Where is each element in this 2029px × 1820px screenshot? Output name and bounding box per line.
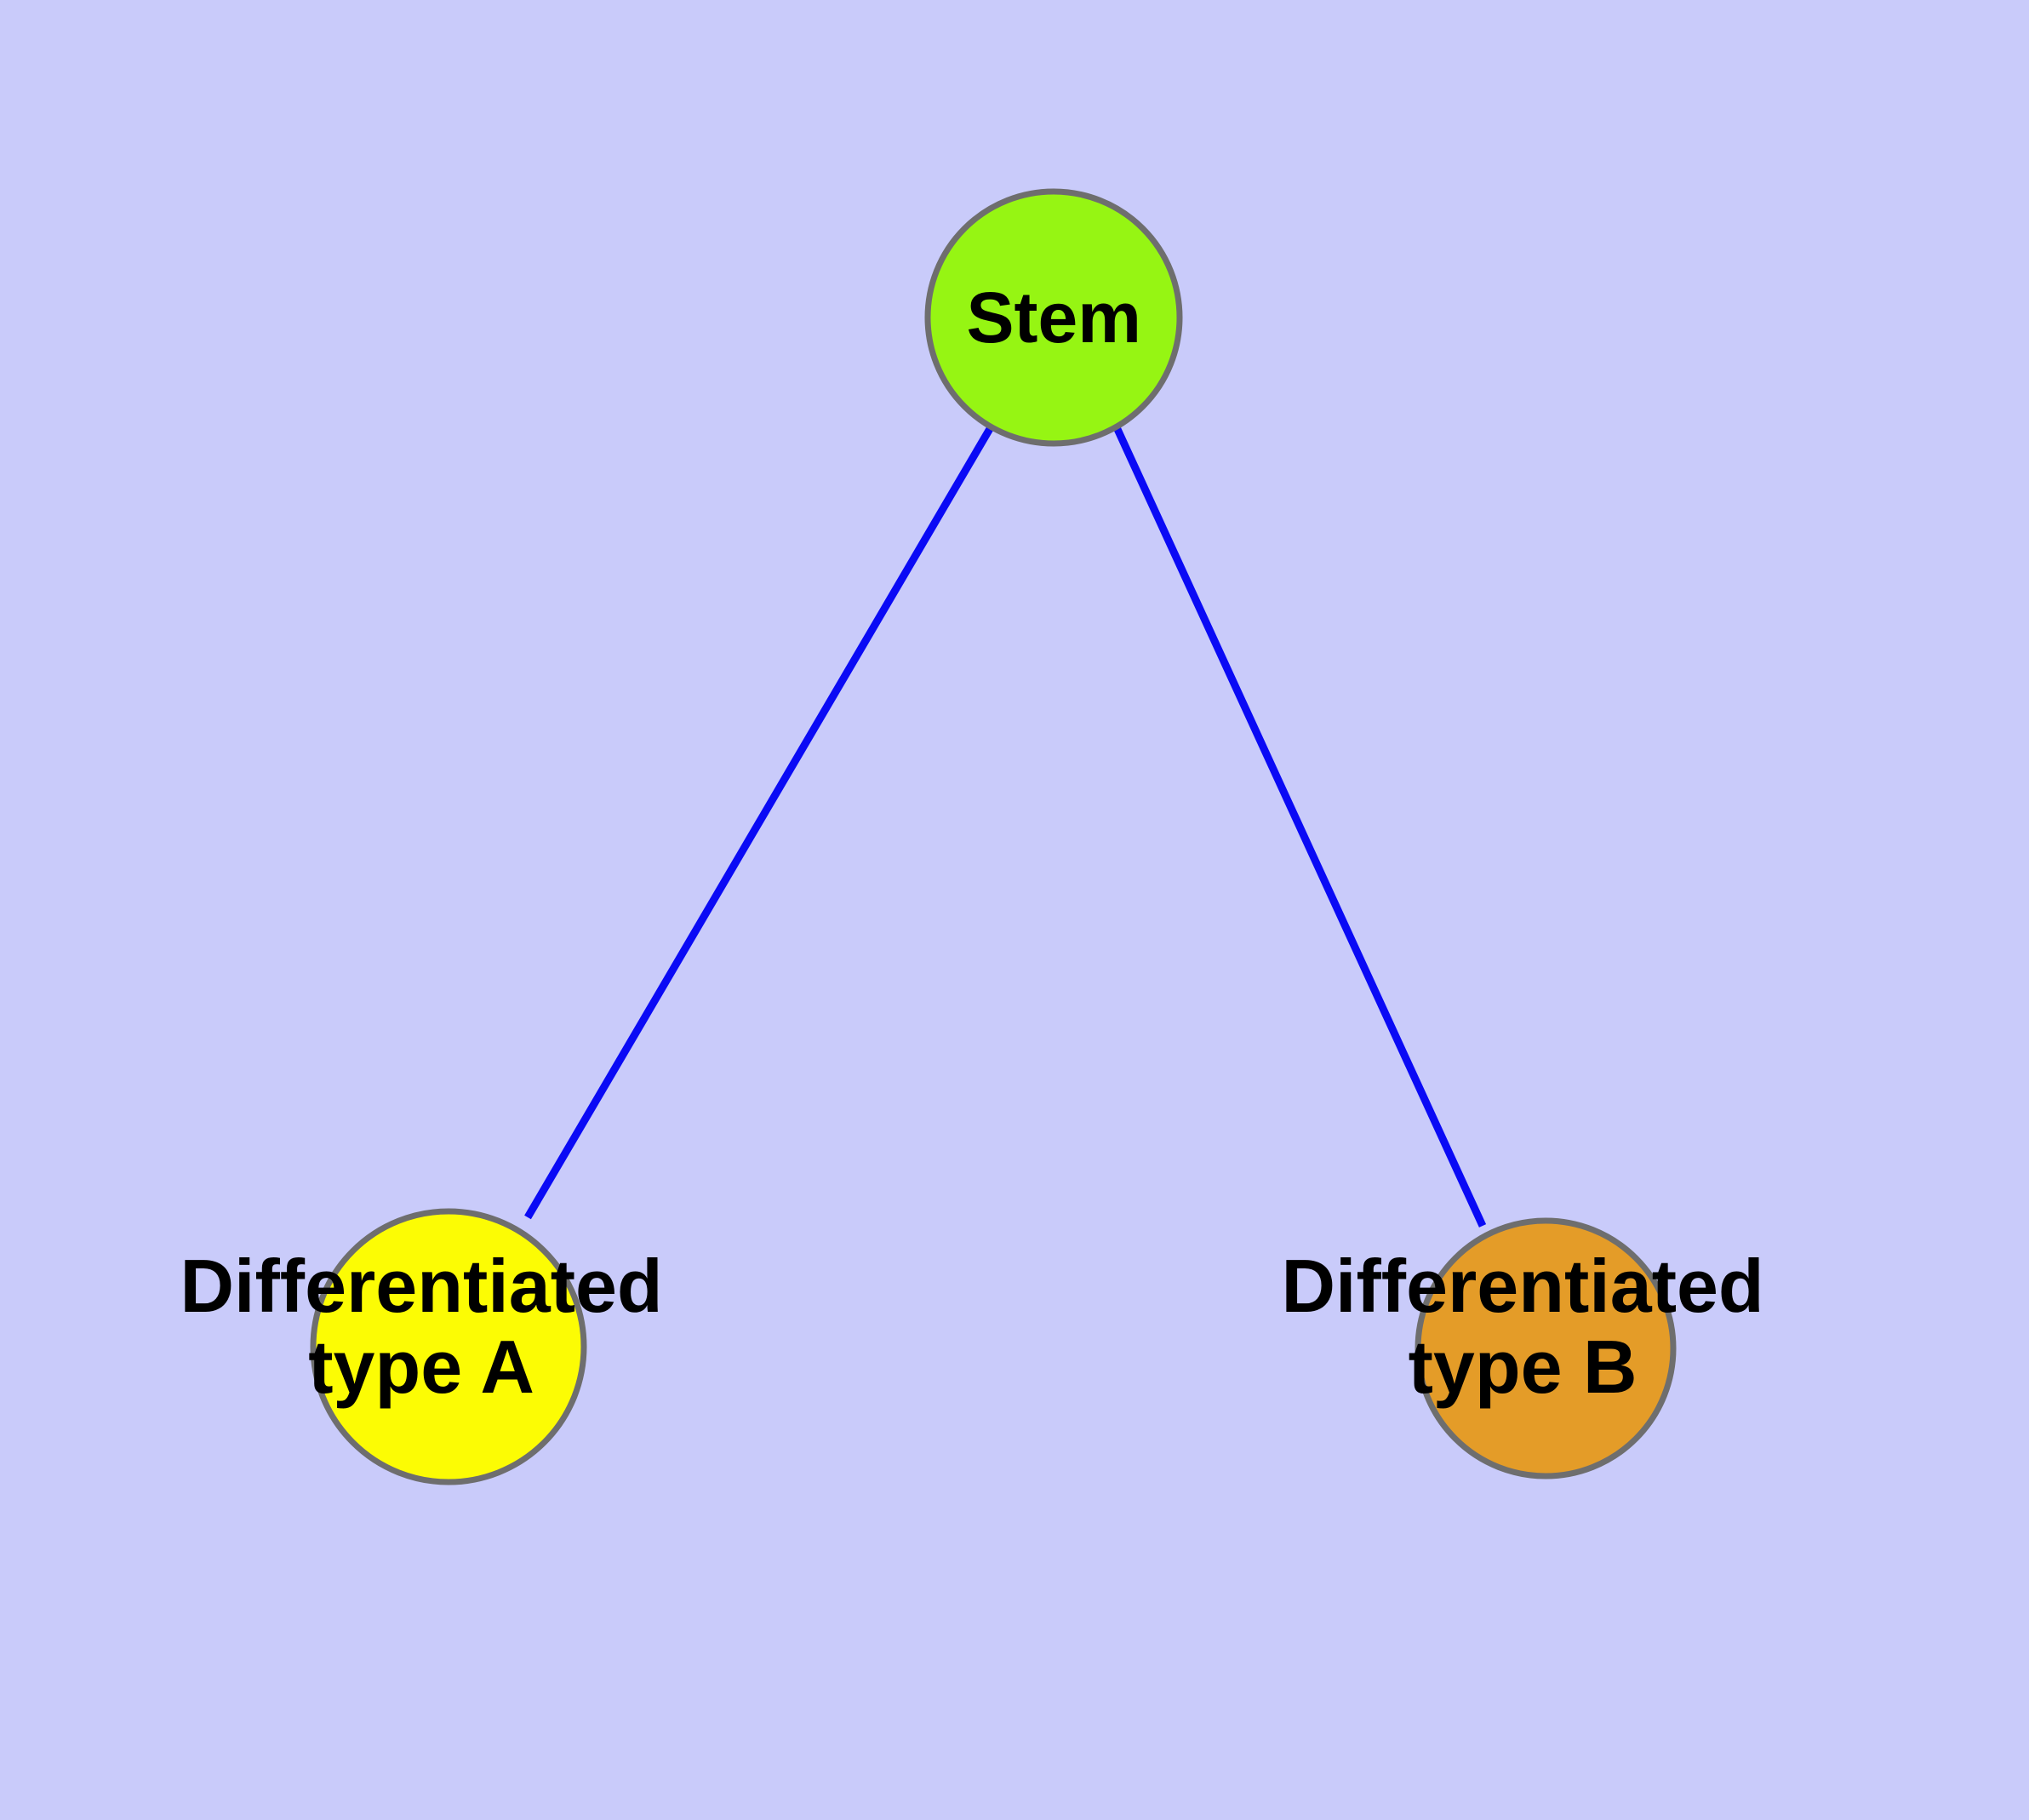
graph-node-diff_b[interactable] xyxy=(1415,1217,1677,1479)
edges-layer xyxy=(524,425,1487,1228)
nodes-layer xyxy=(310,188,1677,1485)
graph-node-diff_a[interactable] xyxy=(310,1208,587,1485)
graph-edge-stem-to-diff-b xyxy=(1112,426,1487,1228)
graph-node-stem[interactable] xyxy=(924,188,1183,447)
graph-edge-stem-to-diff-a xyxy=(524,425,994,1220)
